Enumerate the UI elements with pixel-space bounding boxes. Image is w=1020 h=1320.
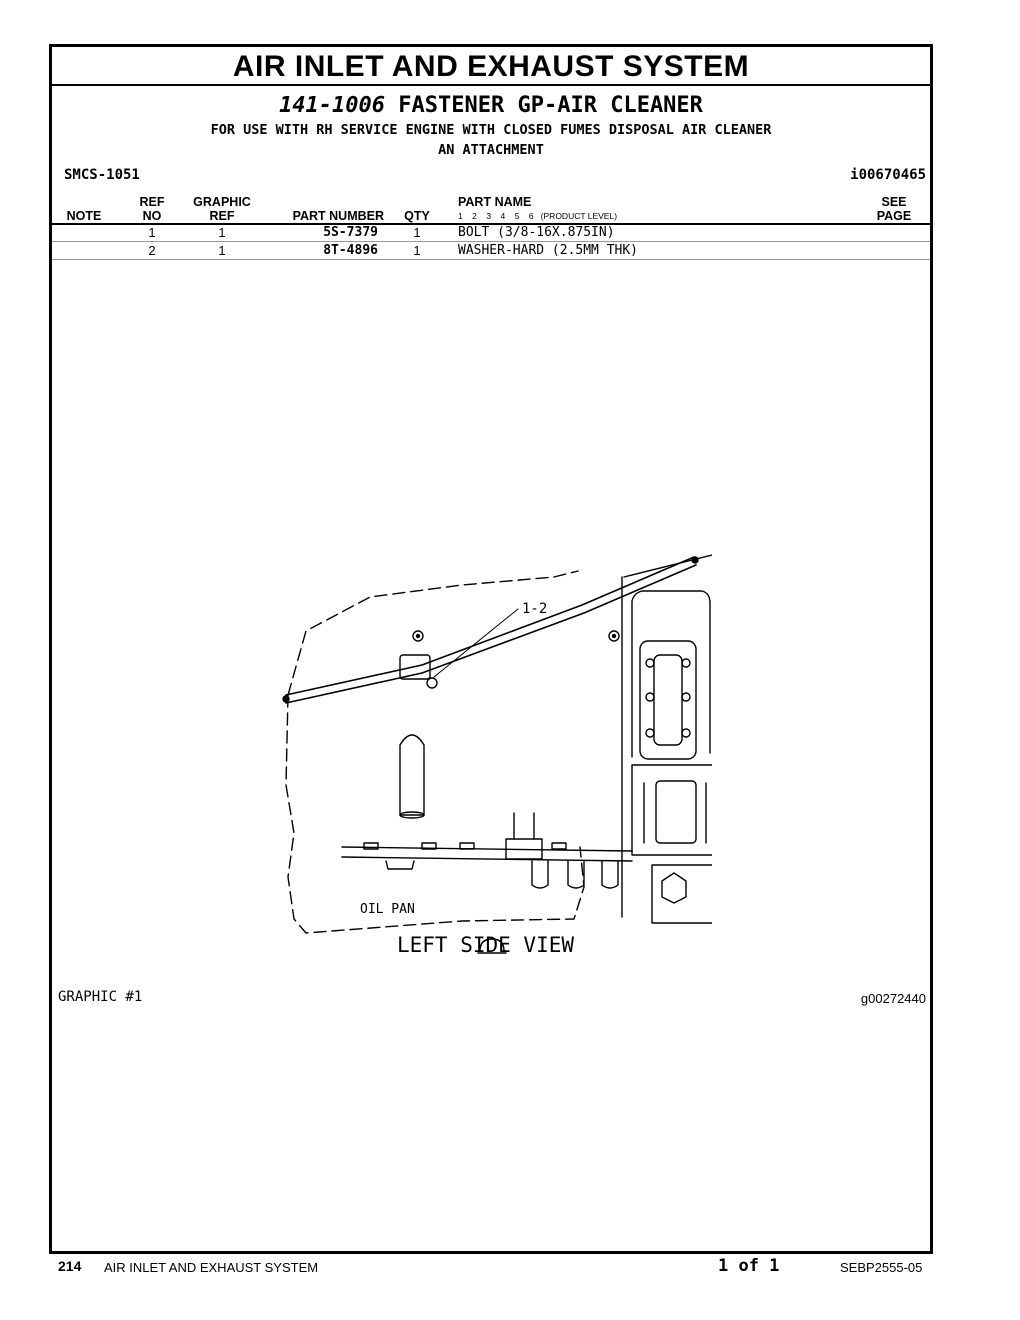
pan-rail — [341, 846, 633, 862]
usage-line-1: FOR USE WITH RH SERVICE ENGINE WITH CLOS… — [210, 122, 772, 138]
bolt-head — [426, 677, 438, 689]
view-label: LEFT SIDE VIEW — [397, 933, 575, 957]
header-product-levels: 1 2 3 4 5 6 (PRODUCT LEVEL) — [458, 211, 618, 221]
header-see-page-bottom: PAGE — [876, 209, 912, 223]
footer-section: AIR INLET AND EXHAUST SYSTEM — [104, 1260, 319, 1275]
dipstick-tube — [399, 734, 425, 816]
cell-ref-no: 2 — [148, 243, 156, 258]
group-number: 141-1006 — [279, 93, 386, 118]
graphic-id: g00272440 — [860, 991, 926, 1006]
engine-outline — [285, 570, 585, 934]
header-part-name: PART NAME — [458, 195, 532, 209]
cell-part-name: BOLT (3/8-16X.875IN) — [458, 225, 615, 240]
engine-left-side-drawing: 1-2 OIL PAN — [282, 554, 712, 954]
tube-clip — [399, 654, 431, 680]
drain-plug — [479, 938, 505, 952]
cell-part-number: 5S-7379 — [323, 225, 378, 240]
callout-leader — [433, 608, 519, 678]
header-rule — [52, 223, 930, 225]
breather-tube — [285, 556, 695, 696]
smcs-code: SMCS-1051 — [64, 167, 140, 183]
header-part-number: PART NUMBER — [292, 209, 384, 223]
hex-nut — [661, 872, 687, 904]
footer-page-number: 214 — [58, 1258, 82, 1274]
callout-label: 1-2 — [522, 601, 547, 617]
tube-end-left — [282, 695, 290, 703]
footer-doc-id: SEBP2555-05 — [840, 1260, 923, 1275]
rail-bracket — [505, 838, 543, 860]
side-plate — [621, 554, 712, 918]
illustration-id: i00670465 — [850, 167, 926, 183]
header-see-page-top: SEE — [881, 195, 907, 209]
header-ref-no-bottom: NO — [142, 209, 162, 223]
group-title: 141-1006 FASTENER GP-AIR CLEANER — [52, 93, 930, 118]
cell-graphic-ref: 1 — [218, 225, 226, 240]
hole — [608, 630, 620, 642]
flange-opening — [653, 654, 683, 746]
group-name: FASTENER GP-AIR CLEANER — [398, 93, 703, 118]
header-graphic-ref-bottom: REF — [209, 209, 235, 223]
cell-qty: 1 — [413, 225, 421, 240]
footer-page-of: 1 of 1 — [718, 1256, 780, 1276]
header-note: NOTE — [66, 209, 102, 223]
page-frame: AIR INLET AND EXHAUST SYSTEM 141-1006 FA… — [49, 44, 933, 1254]
section-title: AIR INLET AND EXHAUST SYSTEM — [52, 47, 930, 86]
breather-tube-lower — [285, 564, 697, 704]
housing-block — [631, 764, 712, 856]
cell-part-number: 8T-4896 — [323, 243, 378, 258]
flange-plate — [639, 640, 697, 760]
cell-ref-no: 1 — [148, 225, 156, 240]
header-graphic-ref-top: GRAPHIC — [193, 195, 251, 209]
header-ref-no-top: REF — [139, 195, 165, 209]
mount-block — [651, 864, 712, 924]
graphic-label: GRAPHIC #1 — [58, 989, 143, 1005]
cell-graphic-ref: 1 — [218, 243, 226, 258]
cell-part-name: WASHER-HARD (2.5MM THK) — [458, 243, 639, 258]
cell-qty: 1 — [413, 243, 421, 258]
usage-line-2: AN ATTACHMENT — [438, 142, 544, 158]
oil-pan-label: OIL PAN — [360, 902, 415, 917]
header-qty: QTY — [404, 209, 430, 223]
row-divider — [52, 241, 930, 242]
row-divider — [52, 259, 930, 260]
hole — [412, 630, 424, 642]
